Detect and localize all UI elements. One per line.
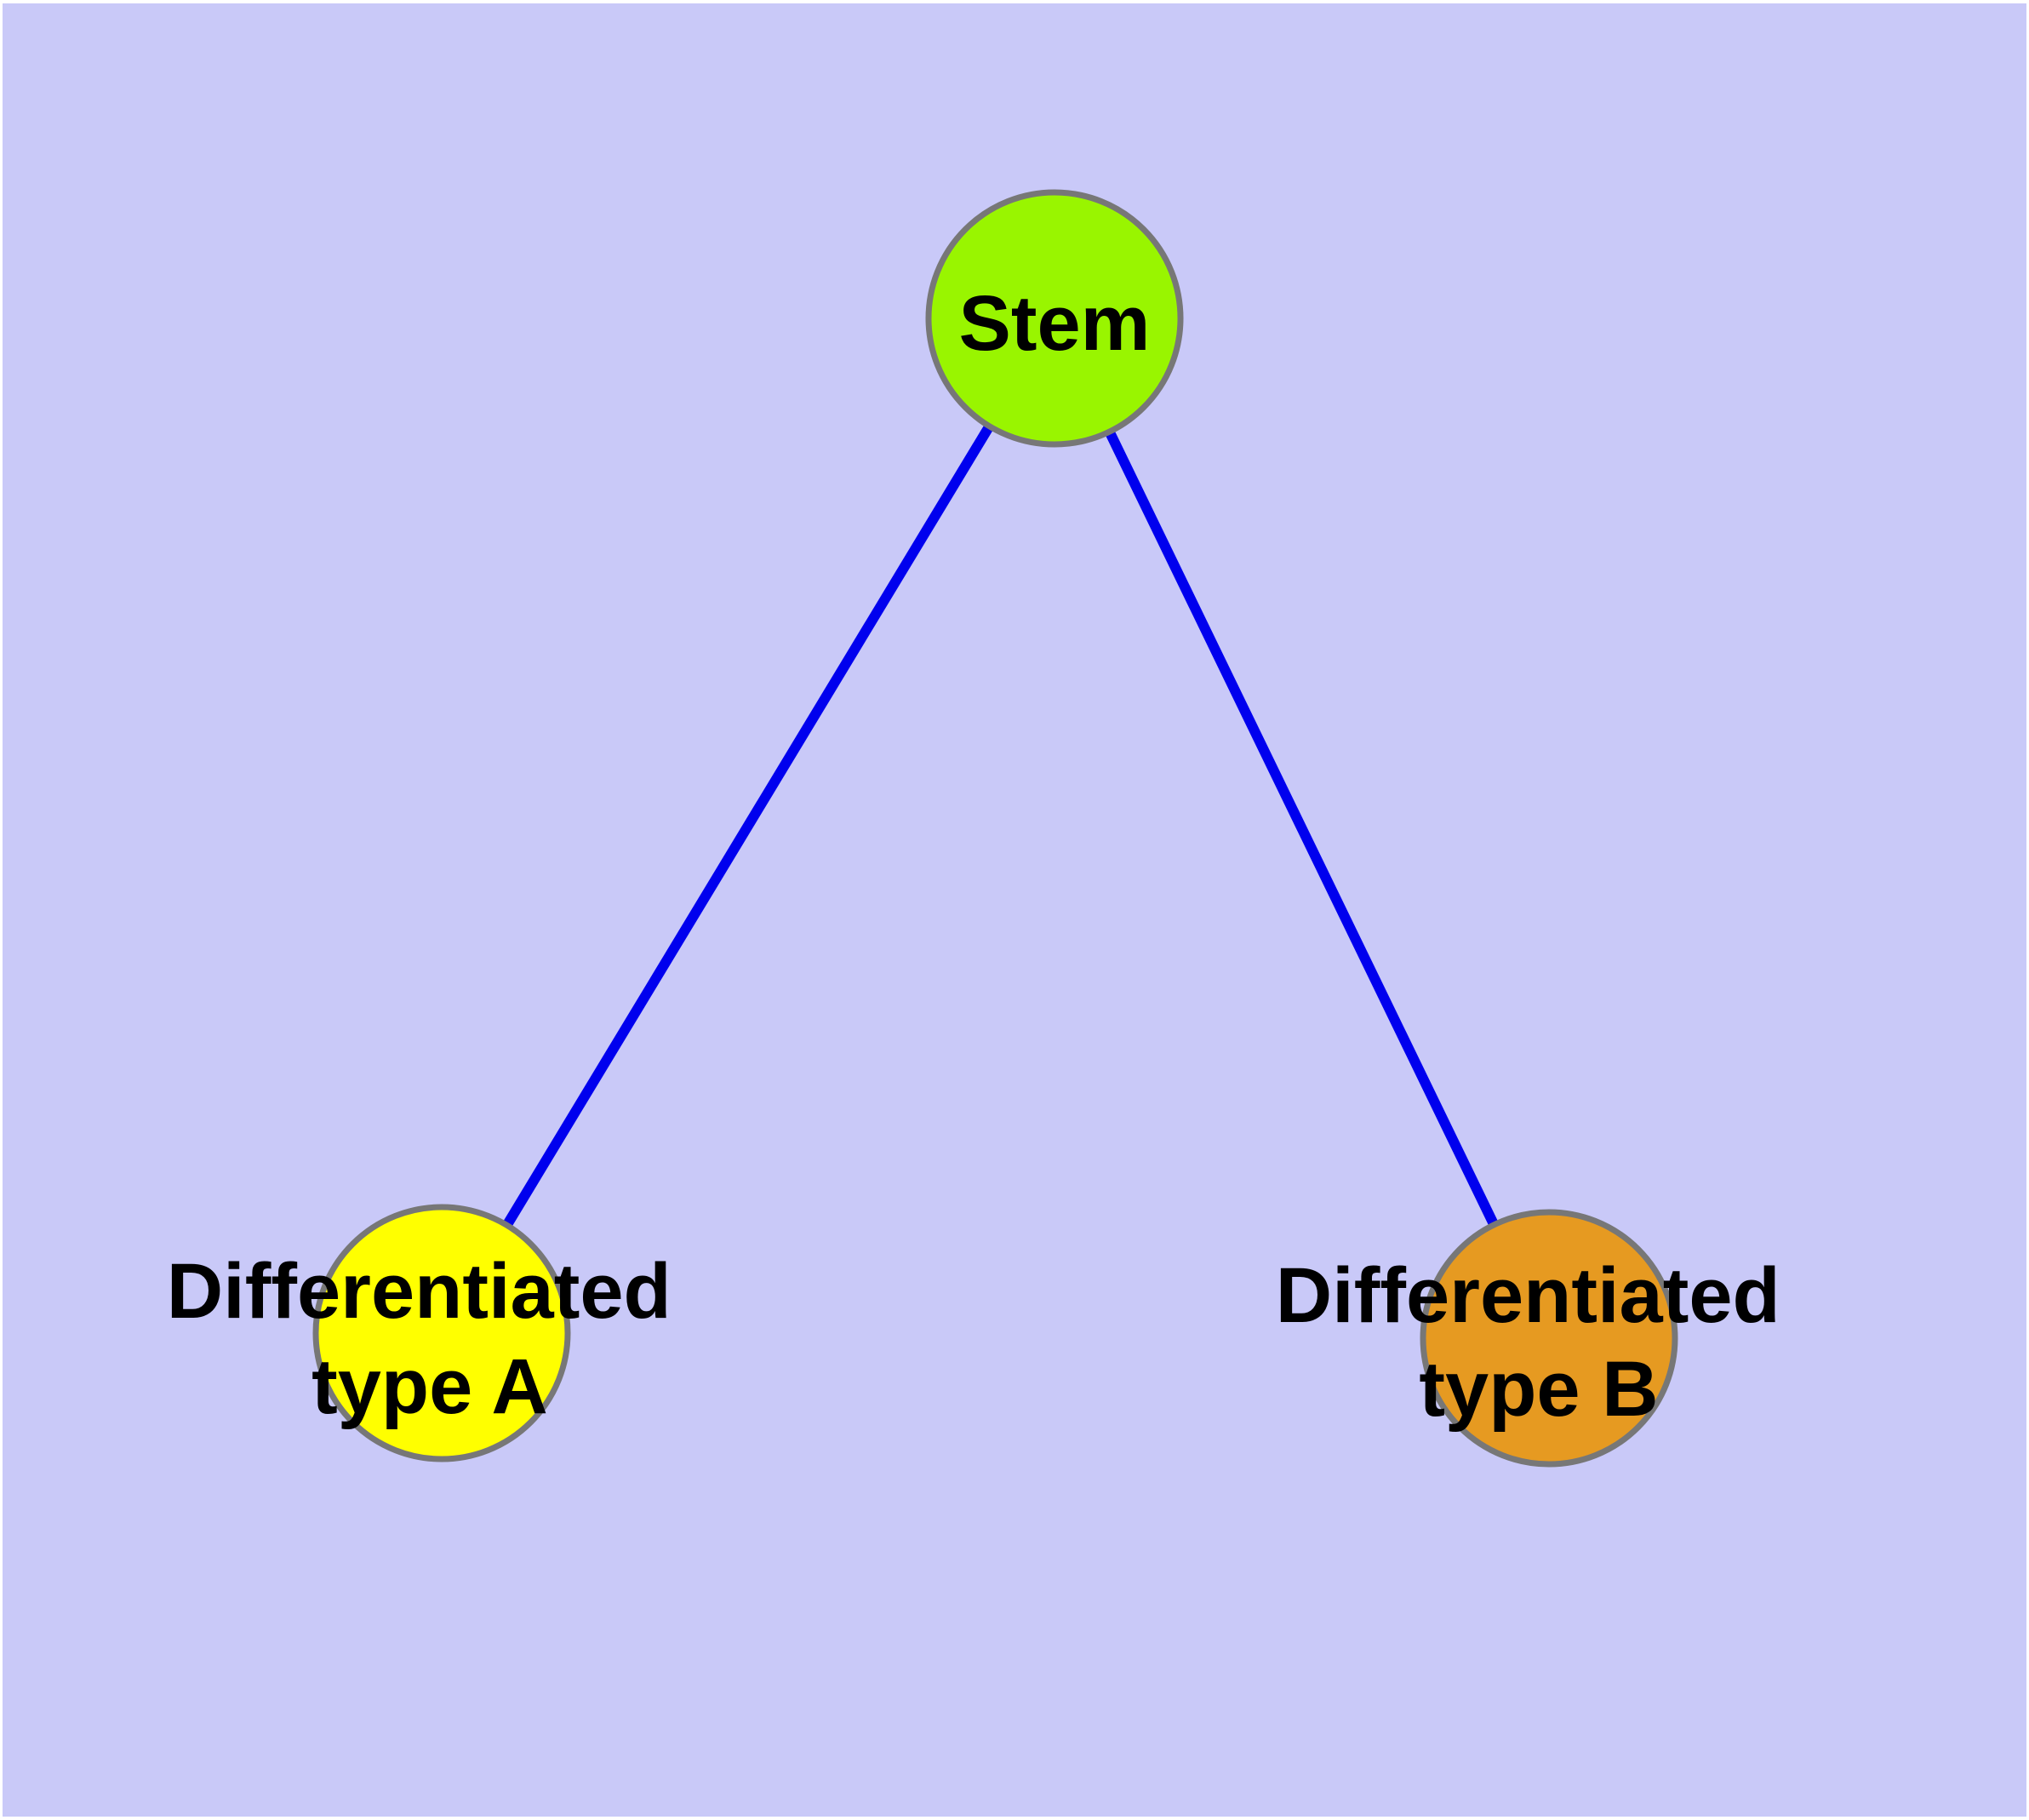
type-b-node-label: Differentiated type B [1276,1252,1803,1433]
edge-stem-to-type-a [437,315,1060,1336]
node-stem: Stem [925,189,1184,448]
edge-group [437,315,1554,1341]
type-a-label-line1: Differentiated [167,1248,672,1335]
stem-node-circle [925,189,1184,448]
type-a-label-line2: type A [311,1343,548,1430]
node-differentiated-type-a: Differentiated type A [167,1204,694,1462]
stem-node-label: Stem [959,280,1151,367]
edge-stem-to-type-b [1049,316,1554,1341]
type-b-node-circle [1420,1209,1678,1468]
type-b-label-line2: type B [1419,1346,1658,1433]
type-a-node-circle [312,1204,571,1462]
type-a-node-label: Differentiated type A [167,1248,694,1430]
node-differentiated-type-b: Differentiated type B [1276,1209,1803,1468]
type-b-label-line1: Differentiated [1276,1252,1780,1339]
